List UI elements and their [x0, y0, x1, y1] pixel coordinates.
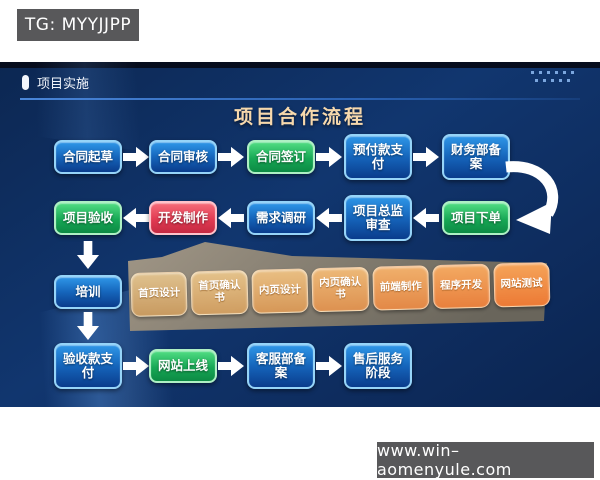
flow-node-project-order: 项目下单 [442, 201, 510, 235]
arrow-down-icon [76, 312, 100, 340]
flow-node-dev-production: 开发制作 [149, 201, 217, 235]
flow-node-service-filing: 客服部备案 [247, 343, 315, 389]
flow-node-aftersales-stage: 售后服务阶段 [344, 343, 412, 389]
website-watermark: www.win–aomenyule.com [377, 441, 594, 479]
slide-top-edge [0, 62, 600, 68]
slide: 项目实施 项目合作流程 首页设计 首页确认书 内页设计 内页确认书 前端制作 程… [0, 62, 600, 407]
flow-node-project-acceptance: 项目验收 [54, 201, 122, 235]
flow-node-site-launch: 网站上线 [149, 349, 217, 383]
flow-node-acceptance-payment: 验收款支付 [54, 343, 122, 389]
arrow-left-icon [316, 207, 342, 229]
flow-node-contract-sign: 合同签订 [247, 140, 315, 174]
arrow-right-icon [123, 146, 149, 168]
header-divider [20, 98, 580, 100]
arrow-right-icon [218, 146, 244, 168]
tg-contact-badge: TG: MYYJJPP [17, 9, 139, 41]
subprocess-row: 首页设计 首页确认书 内页设计 内页确认书 前端制作 程序开发 网站测试 [130, 262, 551, 317]
subprocess-site-testing: 网站测试 [492, 262, 551, 308]
slide-header: 项目实施 [22, 73, 89, 92]
bullet-pill-icon [22, 75, 29, 90]
flow-node-finance-filing: 财务部备案 [442, 134, 510, 180]
flow-node-advance-payment: 预付款支付 [344, 134, 412, 180]
flow-node-director-review: 项目总监审查 [344, 195, 412, 241]
arrow-right-icon [413, 146, 439, 168]
subprocess-frontend-build: 前端制作 [372, 265, 430, 311]
arrow-left-icon [413, 207, 439, 229]
diagram-title: 项目合作流程 [233, 106, 366, 128]
arrow-right-icon [316, 146, 342, 168]
arrow-right-icon [218, 355, 244, 377]
arrow-left-icon [218, 207, 244, 229]
subprocess-home-design: 首页设计 [130, 271, 188, 317]
arrow-curved-icon [505, 161, 559, 234]
arrow-left-icon [123, 207, 149, 229]
arrow-down-icon [76, 241, 100, 269]
dots-decoration-icon [531, 71, 576, 87]
subprocess-program-dev: 程序开发 [432, 263, 490, 310]
flow-node-requirement-research: 需求调研 [247, 201, 315, 235]
subprocess-home-confirm: 首页确认书 [190, 269, 249, 316]
slide-header-label: 项目实施 [37, 77, 90, 92]
arrow-right-icon [316, 355, 342, 377]
subprocess-inner-design: 内页设计 [251, 268, 309, 314]
flow-node-training: 培训 [54, 275, 122, 309]
subprocess-inner-confirm: 内页确认书 [311, 266, 370, 313]
arrow-right-icon [123, 355, 149, 377]
flow-node-contract-review: 合同审核 [149, 140, 217, 174]
flow-node-contract-draft: 合同起草 [54, 140, 122, 174]
